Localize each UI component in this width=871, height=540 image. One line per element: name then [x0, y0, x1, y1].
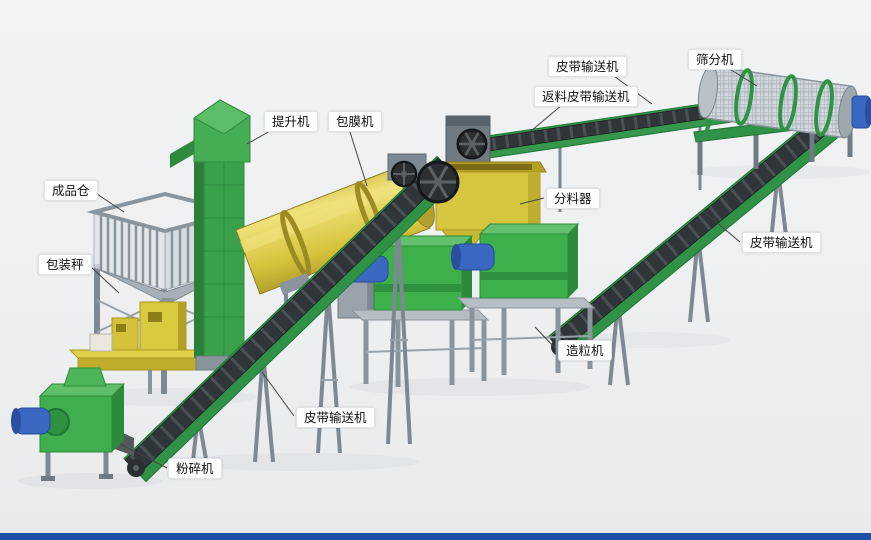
hoist-illustration: [170, 99, 251, 371]
packing-scale-illustration: [111, 317, 139, 353]
label-belt-conveyor-right: 皮带输送机: [742, 232, 821, 253]
label-belt-conveyor-main: 皮带输送机: [296, 407, 375, 428]
bottom-blue-bar: [0, 533, 871, 540]
granulator-motor-icon: [451, 243, 495, 271]
screening-machine-illustration: [693, 65, 871, 175]
crusher-motor-icon: [11, 407, 51, 435]
label-crusher: 粉碎机: [168, 458, 222, 479]
flywheel-large-icon: [416, 160, 460, 204]
label-finished-product-bin: 成品仓: [44, 180, 98, 201]
label-packing-scale: 包装秤: [38, 254, 92, 275]
label-granulator: 造粒机: [558, 340, 612, 361]
leader-lines: [90, 67, 758, 469]
return-conveyor-flywheel-icon: [456, 128, 488, 160]
label-belt-conveyor-top: 皮带输送机: [548, 56, 627, 77]
drive-unit-illustration: [387, 153, 460, 204]
label-hoist: 提升机: [264, 111, 318, 132]
label-coating-machine: 包膜机: [328, 111, 382, 132]
screen-motor-icon: [851, 95, 871, 129]
label-screening-machine: 筛分机: [688, 49, 742, 70]
flywheel-small-icon: [390, 160, 418, 188]
packing-machine-illustration: [139, 301, 187, 353]
label-distributor: 分料器: [546, 188, 600, 209]
label-return-belt-conveyor: 返料皮带输送机: [534, 86, 638, 107]
crusher-illustration: [11, 367, 134, 481]
